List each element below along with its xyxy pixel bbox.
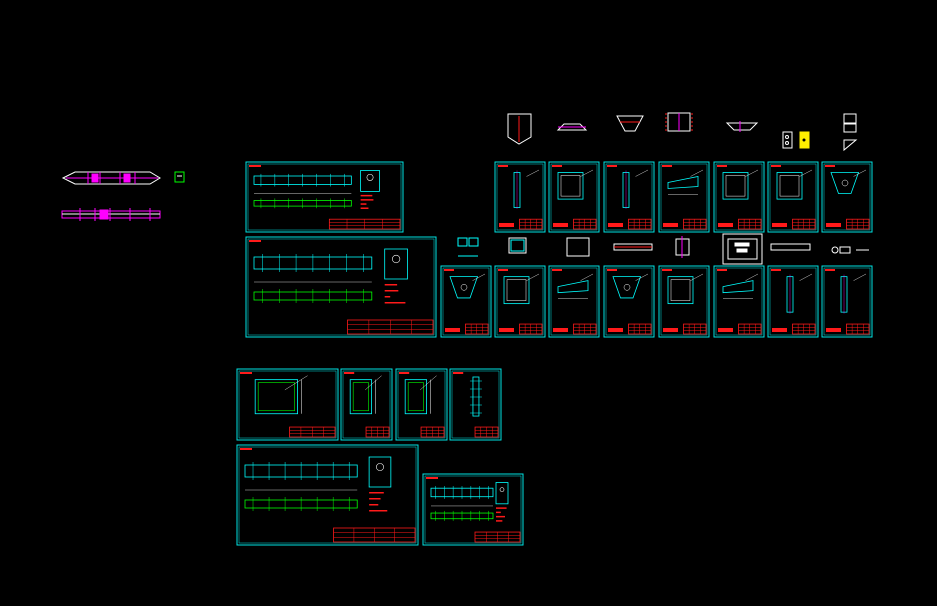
drawing-sheet[interactable] <box>340 368 393 441</box>
drawing-sheets[interactable] <box>236 161 873 546</box>
beam-plan-part[interactable] <box>61 208 161 221</box>
drawing-sheet[interactable] <box>449 368 502 441</box>
drawing-sheet[interactable] <box>767 265 819 338</box>
drawing-sheet[interactable] <box>713 161 765 233</box>
shape-funnel-plate[interactable] <box>616 115 644 132</box>
drawing-sheet[interactable] <box>245 161 404 233</box>
drawing-sheet[interactable] <box>658 265 710 338</box>
drawing-sheet[interactable] <box>767 161 819 233</box>
drawing-sheet[interactable] <box>236 368 339 441</box>
shape-tag-pair[interactable] <box>782 131 810 149</box>
drawing-sheet[interactable] <box>245 236 437 338</box>
drawing-sheet[interactable] <box>395 368 448 441</box>
drawing-sheet[interactable] <box>236 444 419 546</box>
small-bracket-part[interactable] <box>174 171 185 183</box>
drawing-sheet[interactable] <box>821 161 873 233</box>
drawing-sheet[interactable] <box>422 473 524 546</box>
drawing-sheet[interactable] <box>440 265 492 338</box>
drawing-sheet[interactable] <box>548 265 600 338</box>
drawing-sheet[interactable] <box>821 265 873 338</box>
shape-square-plate[interactable] <box>665 112 693 132</box>
drawing-sheet[interactable] <box>603 265 655 338</box>
shape-pentagon-plate[interactable] <box>507 113 532 145</box>
drawing-sheet[interactable] <box>658 161 710 233</box>
shape-stack-plate[interactable] <box>843 113 858 152</box>
part-row-b[interactable] <box>457 233 869 265</box>
drawing-sheet[interactable] <box>603 161 655 233</box>
drawing-sheet[interactable] <box>713 265 765 338</box>
shape-chevron-plate[interactable] <box>725 121 759 132</box>
drawing-sheet[interactable] <box>548 161 600 233</box>
drawing-sheet[interactable] <box>494 265 546 338</box>
shape-trapezoid-plate[interactable] <box>556 123 588 131</box>
drawing-sheet[interactable] <box>494 161 546 233</box>
beam-elevation-part[interactable] <box>61 171 161 185</box>
